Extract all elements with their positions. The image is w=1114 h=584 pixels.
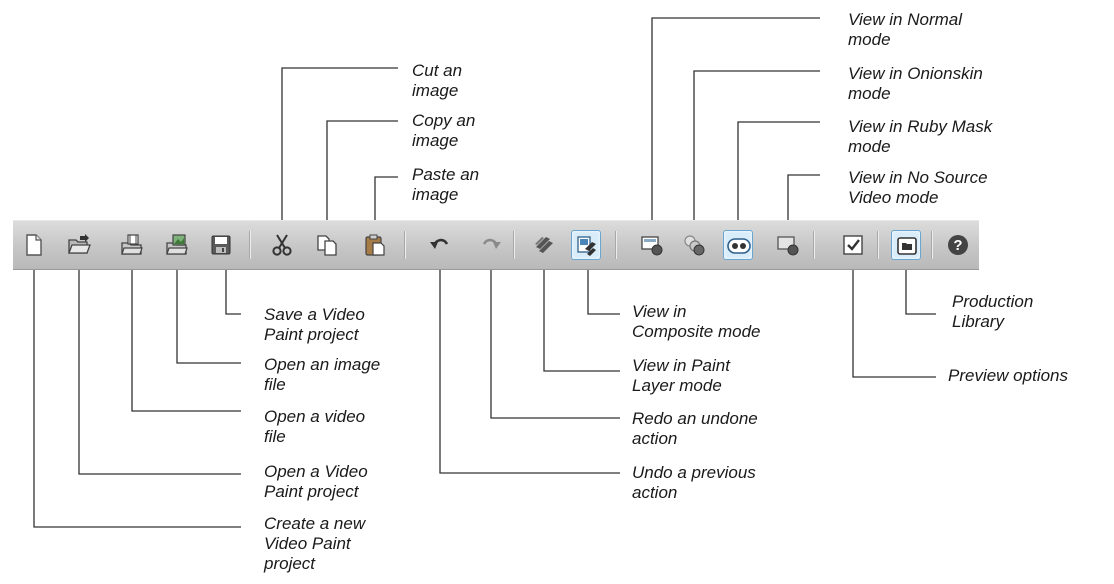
new-project-button[interactable] (19, 230, 49, 260)
toolbar-separator (931, 231, 933, 259)
toolbar-separator (404, 231, 406, 259)
label-open-video: Open a video file (264, 407, 366, 446)
toolbar-separator (513, 231, 515, 259)
toolbar-separator (615, 231, 617, 259)
leader-copy (326, 120, 398, 220)
label-normal: View in Normal mode (848, 10, 963, 49)
help-button[interactable]: ? (943, 230, 973, 260)
help-question-icon: ? (948, 235, 968, 255)
leader-open-video (131, 268, 241, 412)
toolbar-separator (249, 231, 251, 259)
label-paint-layer: View in Paint Layer mode (632, 356, 730, 395)
label-open-project: Open a Video Paint project (264, 462, 368, 501)
copy-button[interactable] (312, 230, 342, 260)
leader-paste (374, 176, 398, 220)
new-document-icon (26, 234, 42, 256)
production-library-icon (897, 237, 917, 255)
leader-open-image (176, 268, 241, 364)
leader-composite (587, 268, 620, 315)
label-cut: Cut an image (412, 61, 463, 100)
toolbar-separator (813, 231, 815, 259)
open-project-folder-icon (68, 234, 91, 254)
ruby-mask-mode-button[interactable] (723, 230, 753, 260)
label-create-new-project: Create a new Video Paint project (264, 514, 366, 573)
leader-ruby-mask (737, 121, 820, 220)
preview-checkbox-icon (843, 235, 863, 255)
preview-options-button[interactable] (838, 230, 868, 260)
copy-icon (317, 235, 337, 256)
leader-new-project (33, 268, 241, 528)
composite-mode-button[interactable] (571, 230, 601, 260)
onionskin-mode-button[interactable] (679, 230, 709, 260)
label-preview-options: Preview options (948, 366, 1069, 385)
composite-icon (577, 236, 596, 256)
paint-layer-mode-button[interactable] (529, 230, 559, 260)
toolbar-separator (877, 231, 879, 259)
scissors-icon (272, 234, 292, 256)
label-composite: View in Composite mode (632, 302, 761, 341)
onionskin-icon (684, 235, 705, 256)
normal-view-icon (641, 236, 663, 256)
normal-mode-button[interactable] (637, 230, 667, 260)
leader-production-library (905, 268, 936, 315)
ruby-mask-icon (727, 238, 751, 254)
label-ruby-mask: View in Ruby Mask mode (848, 117, 993, 156)
leader-paint-layer (543, 268, 620, 372)
open-image-file-icon (166, 234, 188, 255)
leader-undo (439, 268, 620, 474)
production-library-button[interactable] (891, 230, 921, 260)
leader-preview (852, 268, 936, 378)
leader-no-source (787, 174, 820, 220)
label-production-library: Production Library (952, 292, 1034, 331)
no-source-video-mode-button[interactable] (773, 230, 803, 260)
paste-button[interactable] (360, 230, 390, 260)
no-source-video-icon (777, 236, 799, 256)
label-copy: Copy an image (412, 111, 476, 150)
cut-button[interactable] (267, 230, 297, 260)
redo-arrow-icon (482, 238, 501, 249)
label-open-image: Open an image file (264, 355, 381, 394)
redo-button[interactable] (476, 230, 506, 260)
save-project-button[interactable] (206, 230, 236, 260)
open-image-button[interactable] (162, 230, 192, 260)
label-onionskin: View in Onionskin mode (848, 64, 983, 103)
leader-save-project (225, 268, 241, 315)
open-video-file-icon (121, 234, 143, 255)
label-paste: Paste an image (412, 165, 480, 204)
undo-arrow-icon (430, 238, 449, 249)
leader-redo (490, 268, 620, 419)
label-no-source: View in No Source Video mode (848, 168, 988, 207)
leader-normal (651, 17, 820, 220)
leader-onionskin (693, 70, 820, 220)
svg-text:?: ? (953, 237, 962, 254)
leader-cut (281, 67, 398, 220)
label-save-project: Save a Video Paint project (264, 305, 365, 344)
toolbar: ? (13, 220, 979, 270)
open-video-button[interactable] (117, 230, 147, 260)
paste-clipboard-icon (365, 234, 385, 256)
leader-open-project (78, 268, 241, 475)
paint-layer-icon (535, 237, 553, 253)
label-undo: Undo a previous action (632, 463, 756, 502)
save-floppy-icon (211, 235, 231, 255)
label-redo: Redo an undone action (632, 409, 758, 448)
undo-button[interactable] (425, 230, 455, 260)
open-project-button[interactable] (64, 230, 94, 260)
